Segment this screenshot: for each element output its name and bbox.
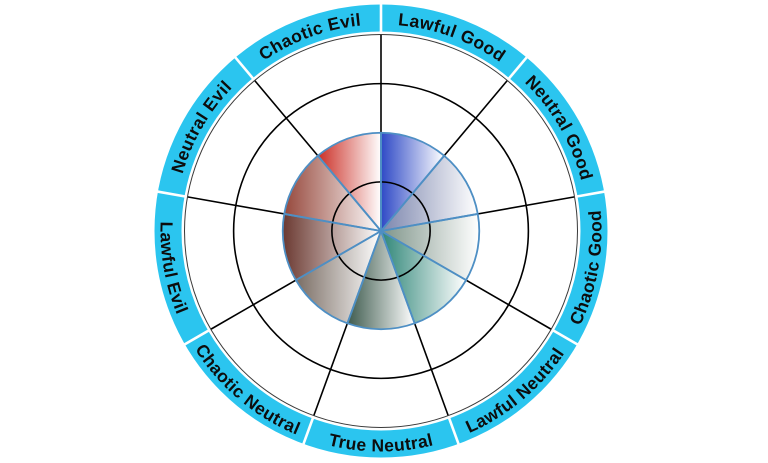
wedge-chaotic-good <box>381 213 480 281</box>
ring-segment-gap <box>507 55 529 81</box>
ring-label-text: Chaotic Neutral <box>191 340 303 438</box>
wedge-border-lawful-good <box>380 131 446 232</box>
ring-label-lawful-evil: Lawful Evil <box>156 221 192 316</box>
wedge-border-chaotic-neutral <box>295 230 382 325</box>
ring-segment-gap <box>575 190 606 198</box>
wedge-neutral-evil <box>284 155 381 231</box>
ring-label-neutral-evil: Neutral Evil <box>167 76 235 175</box>
ring-label-chaotic-neutral: Chaotic Neutral <box>191 340 303 438</box>
outer-boundary-circle <box>184 34 578 428</box>
ring-segment-gap <box>551 328 579 346</box>
wedge-border-lawful-evil <box>281 213 382 282</box>
ring-segment-gap <box>233 55 255 81</box>
wedge-border-chaotic-evil <box>316 131 382 232</box>
wedge-lawful-good <box>381 132 445 231</box>
wedge-border-lawful-neutral <box>380 230 467 325</box>
ring-segment-gap <box>183 328 211 346</box>
wedge-border-chaotic-good <box>380 213 481 282</box>
wedge-border-true-neutral <box>346 230 416 331</box>
wedge-lawful-evil <box>282 213 381 281</box>
grid-ring <box>232 82 530 380</box>
ring-label-text: Lawful Neutral <box>462 344 567 437</box>
ring-label-text: Lawful Evil <box>156 221 191 316</box>
wedge-chaotic-evil <box>317 132 381 231</box>
wedge-border-neutral-good <box>380 154 479 232</box>
wedge-neutral-good <box>381 155 478 231</box>
wedge-chaotic-neutral <box>295 231 381 324</box>
ring-label-neutral-good: Neutral Good <box>521 71 596 182</box>
ring-label-text: Chaotic Good <box>565 209 605 327</box>
ring-label-lawful-neutral: Lawful Neutral <box>462 344 568 437</box>
ring-label-text: Neutral Good <box>521 71 596 182</box>
wedge-border-neutral-evil <box>283 154 382 232</box>
ring-segment-gap <box>301 416 315 446</box>
ring-label-text: Neutral Evil <box>167 76 235 175</box>
ring-segment-gap <box>156 190 187 198</box>
wedge-lawful-neutral <box>381 231 467 324</box>
ring-segment-gap <box>447 416 461 446</box>
wedge-fills <box>282 132 480 330</box>
ring-label-chaotic-good: Chaotic Good <box>565 209 605 327</box>
